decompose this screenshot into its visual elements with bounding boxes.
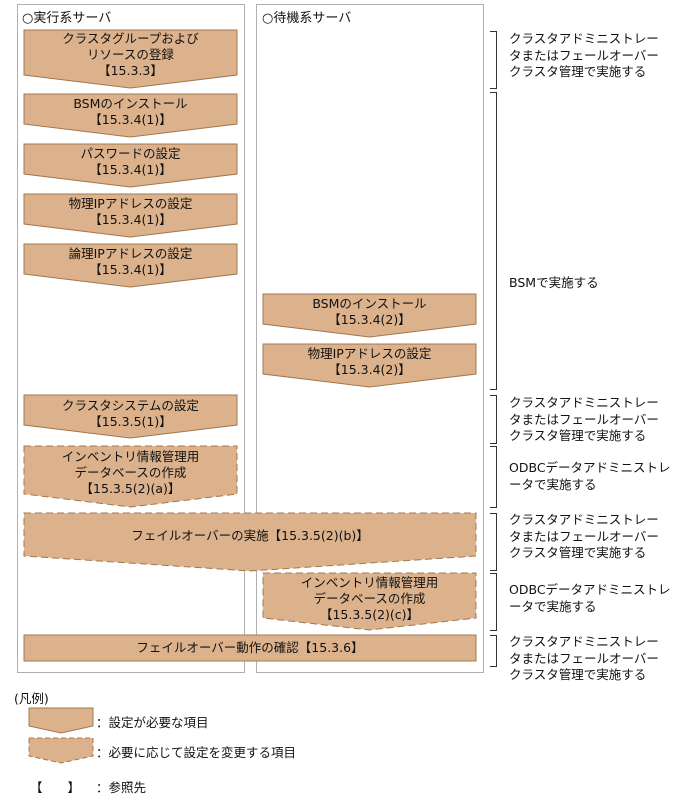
legend-reference-text: ：参照先 [96, 780, 147, 795]
step-s5-ref: 【15.3.4(1)】 [89, 262, 172, 277]
note-n7-line1: クラスタアドミニストレー [509, 634, 659, 649]
step-s1-line1: クラスタグループおよび [62, 31, 199, 46]
step-label-s1: クラスタグループおよび リソースの登録 【15.3.3】 [24, 31, 237, 79]
note-n5: クラスタアドミニストレー タまたはフェールオーバー クラスタ管理で実施する [509, 512, 659, 562]
legend-title: (凡例) [14, 691, 49, 706]
note-n2: BSMで実施する [509, 275, 599, 292]
step-shape-s8 [23, 394, 238, 439]
step-s9-ref: 【15.3.5(2)(a)】 [80, 481, 181, 496]
step-s2-line1: BSMのインストール [73, 96, 188, 111]
bracket-n4 [490, 446, 497, 508]
step-label-s10: フェイルオーバーの実施【15.3.5(2)(b)】 [24, 528, 476, 544]
note-n4-line1: ODBCデータアドミニストレ [509, 460, 671, 475]
note-n1: クラスタアドミニストレー タまたはフェールオーバー クラスタ管理で実施する [509, 31, 659, 81]
legend-reference-symbol: 【 】 [30, 780, 81, 795]
legend-required-text: ：設定が必要な項目 [96, 715, 209, 730]
step-s11-line1: インベントリ情報管理用 [300, 575, 439, 590]
step-s12-line1: フェイルオーバー動作の確認【15.3.6】 [136, 640, 364, 655]
step-s3-ref: 【15.3.4(1)】 [89, 162, 172, 177]
step-shape-s3 [23, 143, 238, 188]
step-label-s4: 物理IPアドレスの設定 【15.3.4(1)】 [24, 196, 237, 228]
step-s10-line1: フェイルオーバーの実施【15.3.5(2)(b)】 [131, 528, 369, 543]
bracket-n7 [490, 635, 497, 667]
note-n3: クラスタアドミニストレー タまたはフェールオーバー クラスタ管理で実施する [509, 395, 659, 445]
step-label-s7: 物理IPアドレスの設定 【15.3.4(2)】 [263, 346, 476, 378]
note-n3-line1: クラスタアドミニストレー [509, 395, 659, 410]
step-shape-s10 [23, 512, 477, 572]
step-label-s3: パスワードの設定 【15.3.4(1)】 [24, 146, 237, 178]
step-s7-ref: 【15.3.4(2)】 [328, 362, 411, 377]
note-n5-line2: タまたはフェールオーバー [509, 528, 659, 544]
note-n6: ODBCデータアドミニストレ ータで実施する [509, 582, 671, 615]
active-server-title: ○実行系サーバ [22, 11, 112, 26]
step-s6-ref: 【15.3.4(2)】 [328, 312, 411, 327]
step-shape-s6 [262, 293, 477, 338]
note-n6-line2: ータで実施する [509, 598, 597, 614]
bracket-n5 [490, 513, 497, 571]
bracket-n6 [490, 573, 497, 631]
step-label-s6: BSMのインストール 【15.3.4(2)】 [263, 296, 476, 328]
note-n7: クラスタアドミニストレー タまたはフェールオーバー クラスタ管理で実施する [509, 634, 659, 684]
step-shape-s2 [23, 93, 238, 138]
note-n1-line2: タまたはフェールオーバー [509, 47, 659, 63]
legend-optional-text: ：必要に応じて設定を変更する項目 [96, 745, 297, 760]
step-label-s11: インベントリ情報管理用 データベースの作成 【15.3.5(2)(c)】 [263, 575, 476, 623]
note-n7-line3: クラスタ管理で実施する [509, 667, 647, 682]
step-s2-ref: 【15.3.4(1)】 [89, 112, 172, 127]
step-shape-s11 [262, 572, 477, 631]
flow-diagram [23, 29, 477, 662]
step-label-s8: クラスタシステムの設定 【15.3.5(1)】 [24, 398, 237, 430]
bracket-n3 [490, 395, 497, 444]
step-shape-s9 [23, 445, 238, 508]
note-n2-line1: BSMで実施する [509, 275, 599, 290]
bracket-n1 [490, 31, 497, 89]
legend-required-shape [28, 707, 94, 734]
note-n4-line2: ータで実施する [509, 476, 597, 492]
step-shape-s4 [23, 193, 238, 238]
bracket-n2 [490, 92, 497, 390]
step-s11-line2: データベースの作成 [313, 591, 426, 606]
step-s4-line1: 物理IPアドレスの設定 [68, 196, 193, 211]
step-s8-ref: 【15.3.5(1)】 [89, 414, 172, 429]
note-n3-line3: クラスタ管理で実施する [509, 428, 647, 443]
step-label-s2: BSMのインストール 【15.3.4(1)】 [24, 96, 237, 128]
note-n6-line1: ODBCデータアドミニストレ [509, 582, 671, 597]
step-s4-ref: 【15.3.4(1)】 [89, 212, 172, 227]
standby-server-title: ○待機系サーバ [262, 11, 352, 26]
step-s9-line1: インベントリ情報管理用 [61, 449, 200, 464]
step-s1-line2: リソースの登録 [87, 47, 174, 62]
step-s9-line2: データベースの作成 [74, 465, 187, 480]
note-n3-line2: タまたはフェールオーバー [509, 411, 659, 427]
note-n7-line2: タまたはフェールオーバー [509, 650, 659, 666]
step-s3-line1: パスワードの設定 [80, 146, 181, 161]
step-s6-line1: BSMのインストール [312, 296, 427, 311]
step-s8-line1: クラスタシステムの設定 [62, 398, 199, 413]
step-label-s9: インベントリ情報管理用 データベースの作成 【15.3.5(2)(a)】 [24, 449, 237, 497]
step-label-s12: フェイルオーバー動作の確認【15.3.6】 [24, 640, 476, 656]
note-n5-line3: クラスタ管理で実施する [509, 545, 647, 560]
legend-optional-shape [28, 737, 94, 764]
step-shape-s12 [23, 634, 477, 662]
note-n1-line3: クラスタ管理で実施する [509, 64, 647, 79]
note-n4: ODBCデータアドミニストレ ータで実施する [509, 460, 671, 493]
step-s11-ref: 【15.3.5(2)(c)】 [319, 607, 420, 622]
step-s5-line1: 論理IPアドレスの設定 [68, 246, 193, 261]
step-shape-s7 [262, 343, 477, 388]
note-n1-line1: クラスタアドミニストレー [509, 31, 659, 46]
step-shape-s5 [23, 243, 238, 288]
step-shape-s1 [23, 29, 238, 89]
step-s1-ref: 【15.3.3】 [98, 63, 163, 78]
step-s7-line1: 物理IPアドレスの設定 [307, 346, 432, 361]
note-n5-line1: クラスタアドミニストレー [509, 512, 659, 527]
step-label-s5: 論理IPアドレスの設定 【15.3.4(1)】 [24, 246, 237, 278]
